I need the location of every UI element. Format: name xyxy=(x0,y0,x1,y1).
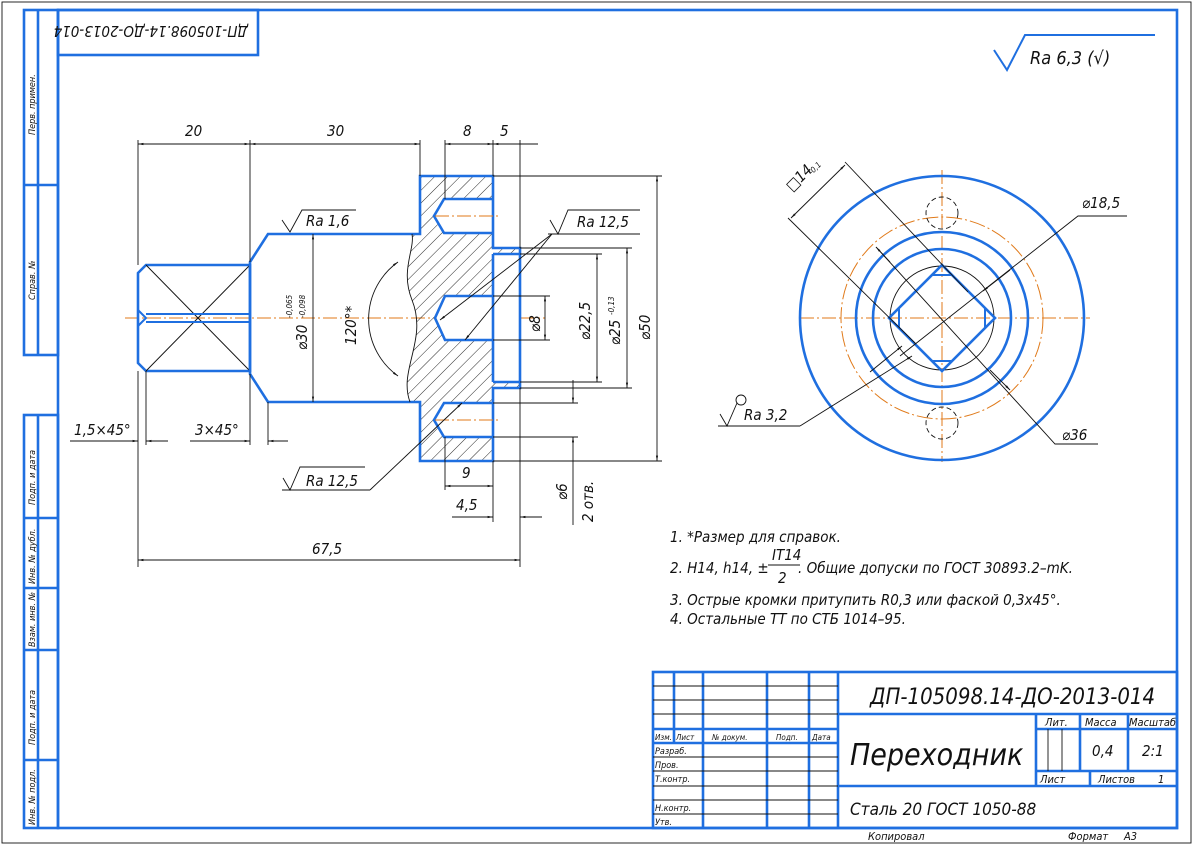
role-developer: Разраб. xyxy=(655,747,687,757)
technical-notes: 1. *Размер для справок. 2. H14, h14, ± I… xyxy=(670,528,1073,628)
format-label: Формат xyxy=(1068,830,1108,843)
role-tech-control: Т.контр. xyxy=(655,775,690,785)
strip-label: Взам. инв. № xyxy=(28,591,38,647)
dim-dia-30: ⌀30 xyxy=(293,325,311,350)
dim-dia-36: ⌀36 xyxy=(1062,426,1087,444)
dim-20: 20 xyxy=(185,122,202,140)
strip-label: Подп. и дата xyxy=(28,450,38,505)
lit-label: Лит. xyxy=(1044,716,1068,729)
material: Сталь 20 ГОСТ 1050-88 xyxy=(850,800,1037,820)
sheets-label: Листов xyxy=(1097,773,1135,786)
dim-dia-18-5: ⌀18,5 xyxy=(1082,194,1120,212)
dim-dia-8: ⌀8 xyxy=(526,315,544,332)
sheet-label: Лист xyxy=(1039,773,1065,786)
title-block: Изм. Лист № докум. Подп. Дата Разраб. Пр… xyxy=(651,670,1179,843)
strip-label: Справ. № xyxy=(28,260,38,300)
header-sign: Подп. xyxy=(776,733,798,742)
format-value: А3 xyxy=(1123,830,1137,843)
copied-label: Копировал xyxy=(868,830,925,843)
side-view: □14 -0,1 ⌀18,5 ⌀36 Ra 3,2 xyxy=(718,160,1127,462)
mass-label: Масса xyxy=(1085,716,1117,729)
dim-dia-22-5: ⌀22,5 xyxy=(576,302,594,340)
dim-chamfer-1-5: 1,5×45° xyxy=(74,421,131,439)
dim-4-5: 4,5 xyxy=(456,496,477,514)
general-roughness-text: Ra 6,3 (√) xyxy=(1030,48,1110,69)
header-doc: № докум. xyxy=(711,733,747,742)
doc-number: ДП-105098.14-ДО-2013-014 xyxy=(869,685,1155,710)
dim-5: 5 xyxy=(500,122,509,140)
hole-6-top xyxy=(432,197,493,235)
header-izm: Изм. xyxy=(655,733,672,742)
roughness-ra-1-6: Ra 1,6 xyxy=(306,212,349,230)
note-2-suffix: . Общие допуски по ГОСТ 30893.2–mK. xyxy=(798,559,1073,577)
top-stamp-text: ДП-105098.14-ДО-2013-014 xyxy=(54,22,249,40)
note-4: 4. Остальные ТТ по СТБ 1014–95. xyxy=(670,610,906,628)
header-list: Лист xyxy=(675,733,695,742)
note-2-fraction-num: IT14 xyxy=(772,546,801,564)
dim-holes-count: 2 отв. xyxy=(579,481,597,522)
general-roughness: Ra 6,3 (√) xyxy=(993,34,1155,72)
dim-dia-25-tol: -0,13 xyxy=(607,296,616,315)
sheets-value: 1 xyxy=(1158,773,1164,786)
scale-value: 2:1 xyxy=(1142,742,1164,760)
dim-dia-25: ⌀25 xyxy=(606,320,624,345)
dim-chamfer-3: 3×45° xyxy=(195,421,239,439)
note-2-fraction-den: 2 xyxy=(778,569,787,587)
hole-pitch-circle-36 xyxy=(840,216,1044,420)
strip-label: Перв. примен. xyxy=(28,74,38,135)
role-checker: Пров. xyxy=(655,761,679,771)
roughness-ra-12-5-upper: Ra 12,5 xyxy=(577,213,629,231)
dim-dia-6: ⌀6 xyxy=(553,483,571,500)
dim-angle-120: 120°* xyxy=(342,306,360,345)
top-stamp-box xyxy=(56,8,260,57)
role-norm-control: Н.контр. xyxy=(655,804,691,814)
mass-value: 0,4 xyxy=(1092,742,1113,760)
part-name: Переходник xyxy=(850,738,1024,773)
roughness-marks: Ra 1,6 Ra 12,5 Ra 12,5 xyxy=(281,209,640,491)
header-date: Дата xyxy=(811,733,831,742)
strip-label: Инв. № дубл. xyxy=(28,529,38,584)
outer-circle-50 xyxy=(798,174,1086,462)
scale-label: Масштаб xyxy=(1129,716,1176,729)
strip-label: Инв. № подл. xyxy=(28,769,38,825)
side-strip: Перв. примен. Справ. № Подп. и дата Инв.… xyxy=(22,8,60,830)
dim-dia-50: ⌀50 xyxy=(636,315,654,340)
dimensions: 20 30 8 5 1,5×45° 3×45° 67,5 9 4,5 ⌀30 -… xyxy=(70,122,662,567)
dim-8: 8 xyxy=(463,122,472,140)
note-3: 3. Острые кромки притупить R0,3 или фаск… xyxy=(670,591,1061,609)
roughness-ra-3-2: Ra 3,2 xyxy=(744,406,787,424)
dim-67-5: 67,5 xyxy=(312,540,342,558)
role-approved: Утв. xyxy=(655,818,672,828)
dim-9: 9 xyxy=(462,464,471,482)
dim-dia-30-upper-tol: -0,065 xyxy=(285,294,294,318)
dim-dia-30-lower-tol: -0,098 xyxy=(298,294,307,318)
strip-label: Подп. и дата xyxy=(28,690,38,745)
roughness-ra-12-5-lower: Ra 12,5 xyxy=(306,472,358,490)
dim-30: 30 xyxy=(327,122,344,140)
note-1: 1. *Размер для справок. xyxy=(670,528,841,546)
square-socket xyxy=(887,263,997,373)
hole-8 xyxy=(433,294,493,342)
hidden-hole-bottom xyxy=(925,406,959,440)
note-2-prefix: 2. H14, h14, ± xyxy=(670,559,769,577)
hidden-hole-top xyxy=(925,196,959,230)
